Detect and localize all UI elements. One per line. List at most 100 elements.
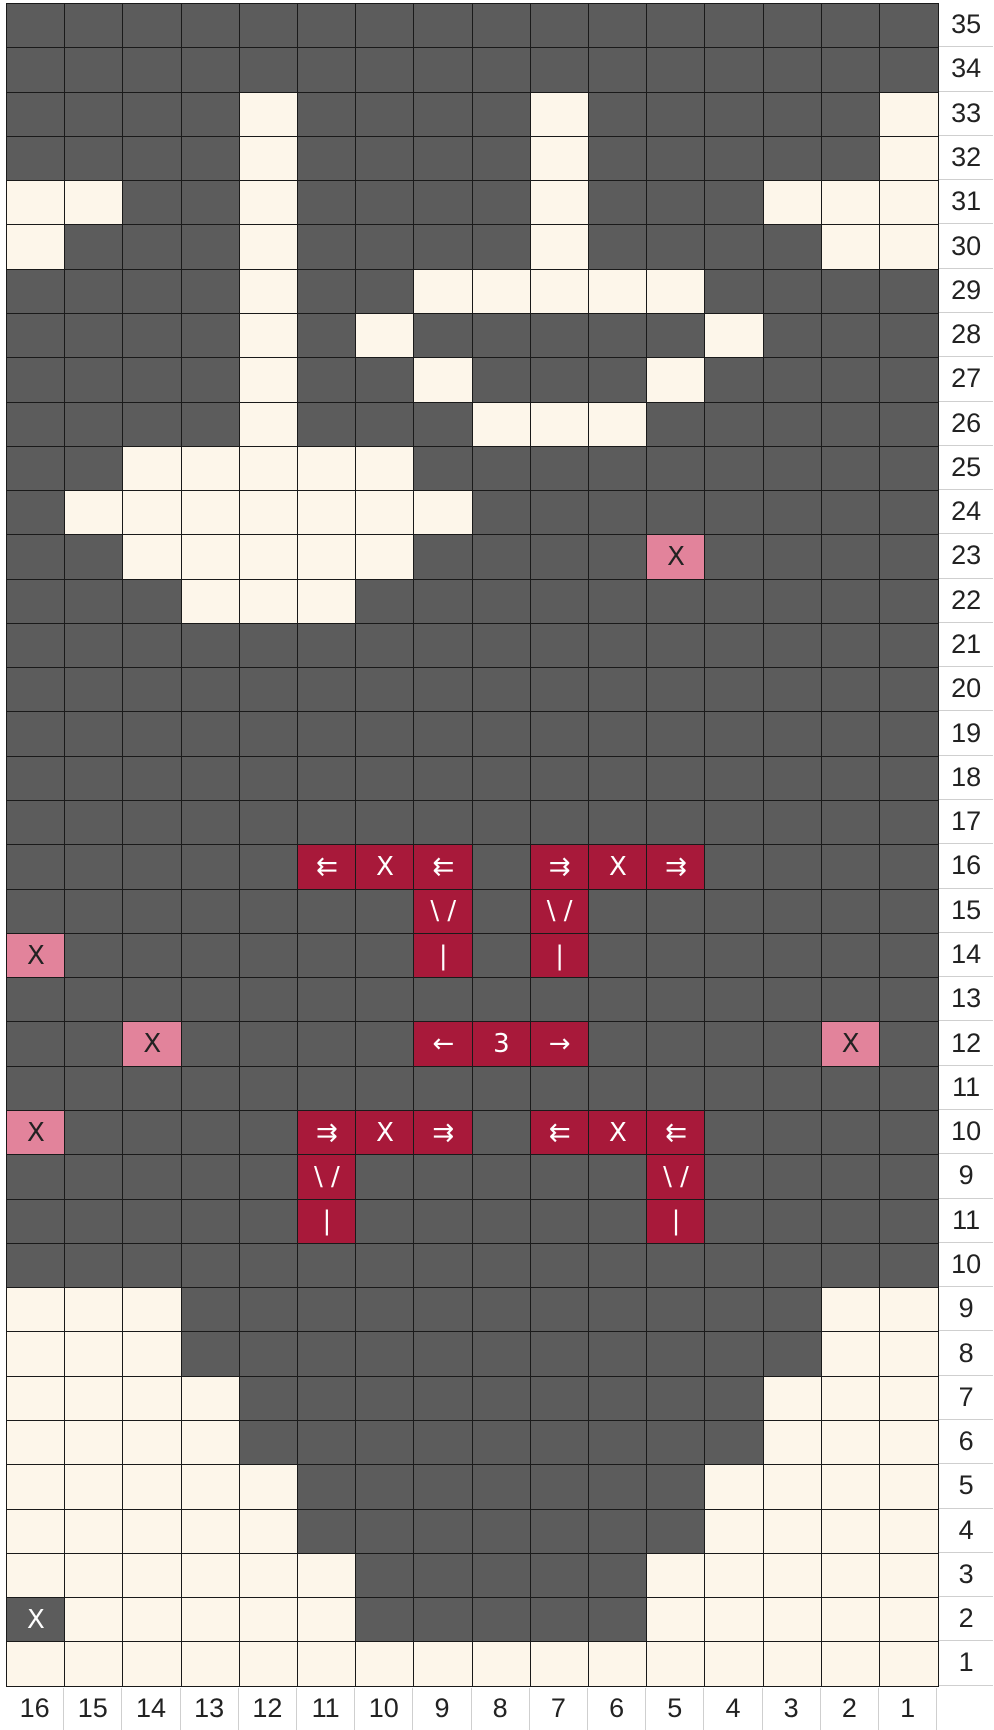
chart-cell <box>64 844 124 890</box>
chart-cell <box>355 623 415 669</box>
chart-cell <box>763 933 823 979</box>
chart-cell <box>472 800 532 846</box>
chart-cell: X <box>122 1021 182 1067</box>
chart-cell <box>704 446 764 492</box>
chart-cell <box>821 357 881 403</box>
chart-cell <box>763 1597 823 1643</box>
chart-cell <box>297 756 357 802</box>
chart-cell <box>472 711 532 757</box>
chart-cell <box>472 534 532 580</box>
chart-cell <box>704 756 764 802</box>
chart-cell <box>355 1597 415 1643</box>
chart-cell <box>763 1243 823 1289</box>
chart-cell <box>181 224 241 270</box>
chart-cell <box>472 844 532 890</box>
chart-cell <box>821 977 881 1023</box>
chart-cell <box>646 47 706 93</box>
row-label: 20 <box>939 667 993 711</box>
chart-cell <box>181 579 241 625</box>
chart-cell <box>472 1509 532 1555</box>
chart-cell <box>413 313 473 359</box>
chart-cell <box>64 1021 124 1067</box>
chart-cell <box>122 1509 182 1555</box>
chart-cell <box>879 1154 939 1200</box>
row-label: 27 <box>939 357 993 401</box>
chart-cell <box>704 667 764 713</box>
chart-cell <box>181 1553 241 1599</box>
stitch-symbol: \ / <box>547 896 573 926</box>
chart-cell <box>181 1243 241 1289</box>
column-label: 6 <box>588 1688 646 1730</box>
chart-cell <box>355 1287 415 1333</box>
chart-cell <box>122 357 182 403</box>
chart-cell <box>239 1287 299 1333</box>
chart-cell <box>530 579 590 625</box>
chart-cell <box>704 402 764 448</box>
chart-cell <box>64 1110 124 1156</box>
chart-cell <box>646 136 706 182</box>
chart-cell <box>64 3 124 49</box>
chart-cell <box>181 47 241 93</box>
chart-cell <box>413 402 473 448</box>
chart-cell <box>472 977 532 1023</box>
row-label: 33 <box>939 92 993 136</box>
chart-cell <box>763 357 823 403</box>
chart-cell <box>239 180 299 226</box>
chart-cell <box>588 1243 648 1289</box>
chart-cell <box>122 977 182 1023</box>
column-label: 8 <box>472 1688 530 1730</box>
chart-cell <box>821 534 881 580</box>
chart-cell <box>879 844 939 890</box>
row-label: 31 <box>939 180 993 224</box>
chart-cell <box>530 1464 590 1510</box>
chart-cell <box>239 446 299 492</box>
chart-cell <box>6 313 66 359</box>
chart-cell <box>763 1376 823 1422</box>
chart-cell <box>413 446 473 492</box>
chart-cell <box>355 534 415 580</box>
chart-cell <box>6 534 66 580</box>
chart-cell <box>6 1509 66 1555</box>
chart-cell <box>821 844 881 890</box>
chart-cell <box>588 1420 648 1466</box>
chart-cell <box>588 3 648 49</box>
chart-cell <box>879 933 939 979</box>
chart-cell <box>763 579 823 625</box>
chart-cell <box>297 1066 357 1112</box>
chart-cell <box>297 711 357 757</box>
chart-cell <box>181 1464 241 1510</box>
chart-cell <box>704 933 764 979</box>
chart-cell <box>64 1331 124 1377</box>
chart-cell <box>64 667 124 713</box>
chart-cell <box>122 402 182 448</box>
chart-cell <box>413 1509 473 1555</box>
chart-cell <box>530 269 590 315</box>
chart-cell <box>879 1509 939 1555</box>
chart-cell <box>181 446 241 492</box>
chart-cell <box>181 490 241 536</box>
chart-cell <box>239 1021 299 1067</box>
chart-cell <box>413 711 473 757</box>
chart-cell <box>181 1641 241 1687</box>
chart-cell <box>763 534 823 580</box>
chart-cell <box>413 1243 473 1289</box>
chart-cell <box>239 1066 299 1112</box>
chart-cell <box>588 1509 648 1555</box>
row-label: 22 <box>939 579 993 623</box>
chart-cell <box>413 1287 473 1333</box>
chart-cell <box>704 623 764 669</box>
chart-cell <box>355 1066 415 1112</box>
chart-cell <box>763 47 823 93</box>
chart-cell <box>646 1597 706 1643</box>
chart-cell: ⇇ <box>530 1110 590 1156</box>
chart-cell <box>297 1641 357 1687</box>
chart-cell: X <box>6 1110 66 1156</box>
chart-cell <box>413 357 473 403</box>
chart-cell <box>588 756 648 802</box>
chart-cell <box>122 3 182 49</box>
chart-cell: ⇉ <box>297 1110 357 1156</box>
chart-cell <box>704 3 764 49</box>
chart-cell <box>239 1464 299 1510</box>
chart-cell <box>821 800 881 846</box>
row-label: 2 <box>939 1597 993 1641</box>
